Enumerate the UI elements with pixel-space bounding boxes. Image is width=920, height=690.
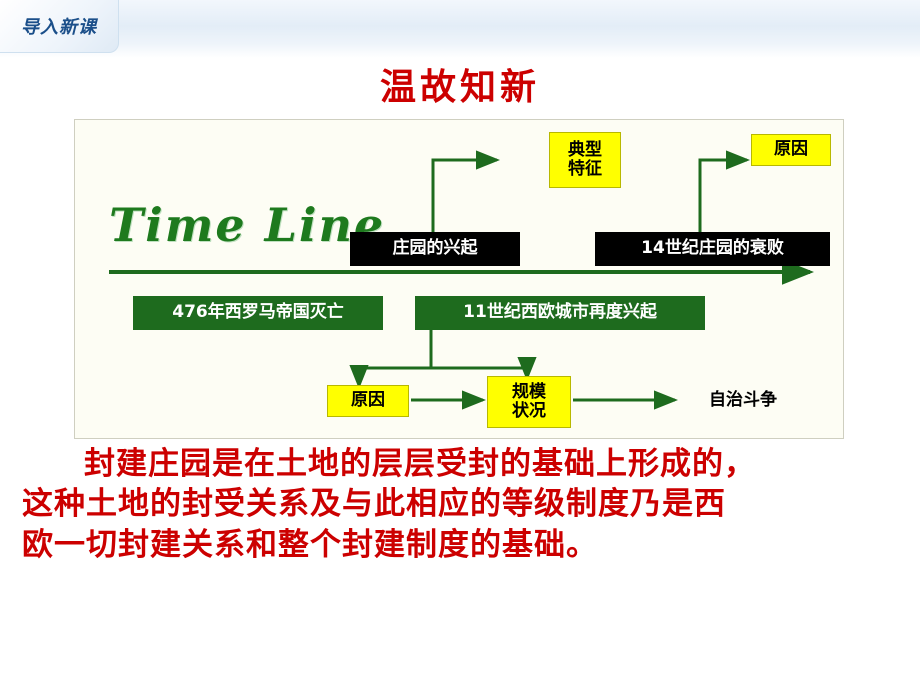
diagram-connectors (109, 150, 814, 410)
node-city-rise: 11世纪西欧城市再度兴起 (415, 296, 705, 330)
time-line-heading: Time Line (109, 198, 386, 252)
node-reason-top: 原因 (751, 134, 831, 166)
node-typical-features: 典型 特征 (549, 132, 621, 188)
lesson-intro-tag: 导入新课 (0, 0, 119, 53)
top-banner: 导入新课 (0, 0, 920, 58)
lesson-intro-tag-label: 导入新课 (21, 17, 97, 38)
body-paragraph: 封建庄园是在土地的层层受封的基础上形成的， 这种土地的封受关系及与此相应的等级制… (22, 444, 902, 565)
node-reason-bottom: 原因 (327, 385, 409, 417)
body-line-3: 欧一切封建关系和整个封建制度的基础。 (22, 526, 598, 563)
node-scale-status: 规模 状况 (487, 376, 571, 428)
body-line-2: 这种土地的封受关系及与此相应的等级制度乃是西 (22, 486, 726, 523)
node-manor-rise: 庄园的兴起 (350, 232, 520, 266)
timeline-diagram: Time Line 典型 特征 原因 庄园的兴起 14世纪庄园的衰败 476年西… (74, 119, 844, 439)
page-title: 温故知新 (379, 66, 540, 108)
body-line-1: 封建庄园是在土地的层层受封的基础上形成的， (84, 446, 756, 482)
node-rome-fall: 476年西罗马帝国灭亡 (133, 296, 383, 330)
node-manor-decline: 14世纪庄园的衰败 (595, 232, 830, 266)
node-autonomy-struggle: 自治斗争 (709, 390, 777, 411)
